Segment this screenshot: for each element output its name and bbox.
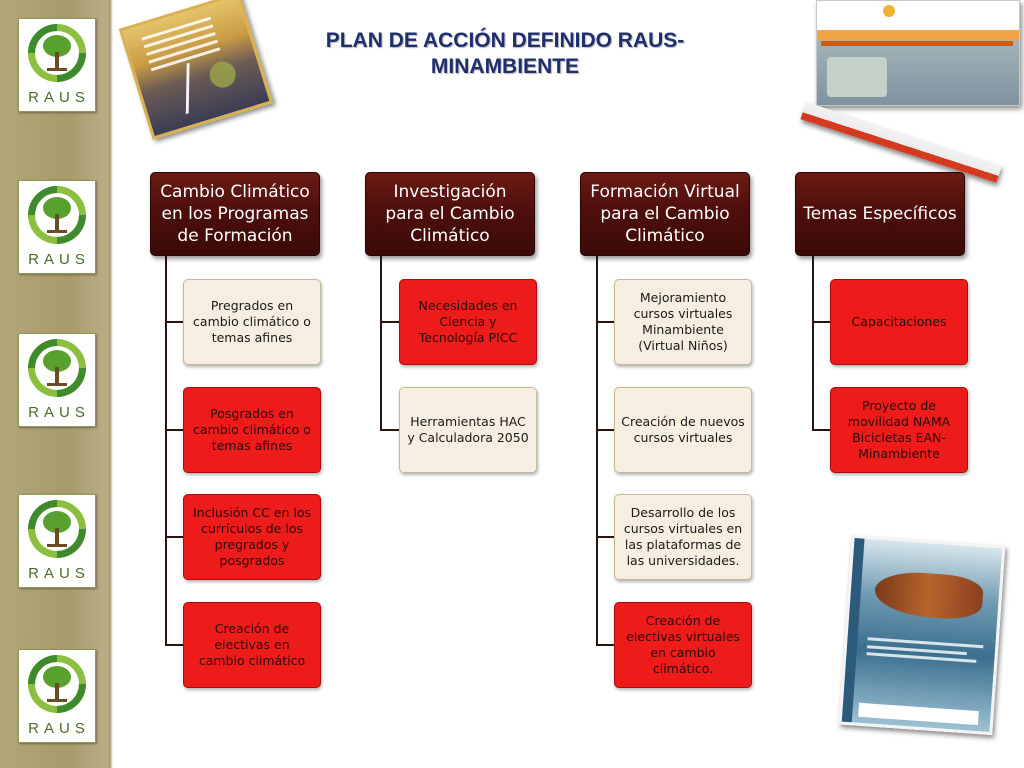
raus-logo: RAUS [18,494,96,588]
column-2-connector-branch [380,321,399,323]
page-title: PLAN DE ACCIÓN DEFINIDO RAUS-MINAMBIENTE [325,29,685,78]
column-2-item-2: Herramientas HAC y Calculadora 2050 [399,387,537,473]
raus-logo: RAUS [18,18,96,112]
raus-logo: RAUS [18,333,96,427]
raus-logo-text: RAUS [28,565,90,582]
raus-logo-text: RAUS [28,251,90,268]
diplomado-banner-image [800,102,1002,183]
column-3-item-4: Creación de electivas virtuales en cambi… [614,602,752,688]
raus-tree-icon [28,655,86,713]
column-3-item-3: Desarrollo de los cursos virtuales en la… [614,494,752,580]
column-1-header: Cambio Climático en los Programas de For… [150,172,320,256]
raus-logo-text: RAUS [28,89,90,106]
column-4-connector-branch [812,429,830,431]
column-4-connector-trunk [812,256,814,431]
column-3-item-1: Mejoramiento cursos virtuales Minambient… [614,279,752,365]
sidebar: RAUS RAUS RAUS RAUS RAUS [0,0,113,768]
minambiente-website-screenshot-image [816,0,1020,106]
strategy-book-cover-image [118,0,274,140]
column-2-connector-trunk [380,256,382,431]
column-2-connector-branch [380,429,399,431]
column-1-item-2: Posgrados en cambio climático o temas af… [183,387,321,473]
column-1-connector-branch [165,644,183,646]
column-4-item-2: Proyecto de movilidad NAMA Bicicletas EA… [830,387,968,473]
column-3-item-2: Creación de nuevos cursos virtuales [614,387,752,473]
raus-logo: RAUS [18,649,96,743]
column-3-connector-branch [596,429,614,431]
raus-logo: RAUS [18,180,96,274]
column-1-connector-branch [165,536,183,538]
column-4-header: Temas Específicos [795,172,965,256]
column-3-header: Formación Virtual para el Cambio Climáti… [580,172,750,256]
column-1-connector-trunk [165,256,167,646]
column-4-connector-branch [812,321,830,323]
column-1-item-1: Pregrados en cambio climático o temas af… [183,279,321,365]
raus-logo-text: RAUS [28,720,90,737]
raus-logo-text: RAUS [28,404,90,421]
column-1-connector-branch [165,321,183,323]
column-1-item-3: Inclusión CC en los currículos de los pr… [183,494,321,580]
raus-tree-icon [28,500,86,558]
column-1-connector-branch [165,429,183,431]
column-1-item-4: Creación de electivas en cambio climátic… [183,602,321,688]
column-3-connector-trunk [596,256,598,646]
raus-tree-icon [28,24,86,82]
column-3-connector-branch [596,321,614,323]
column-3-connector-branch [596,644,614,646]
column-3-connector-branch [596,536,614,538]
column-2-item-1: Necesidades en Ciencia y Tecnología PICC [399,279,537,365]
paris-agreement-book-cover-image [838,534,1006,736]
raus-tree-icon [28,339,86,397]
column-4-item-1: Capacitaciones [830,279,968,365]
column-2-header: Investigación para el Cambio Climático [365,172,535,256]
raus-tree-icon [28,186,86,244]
